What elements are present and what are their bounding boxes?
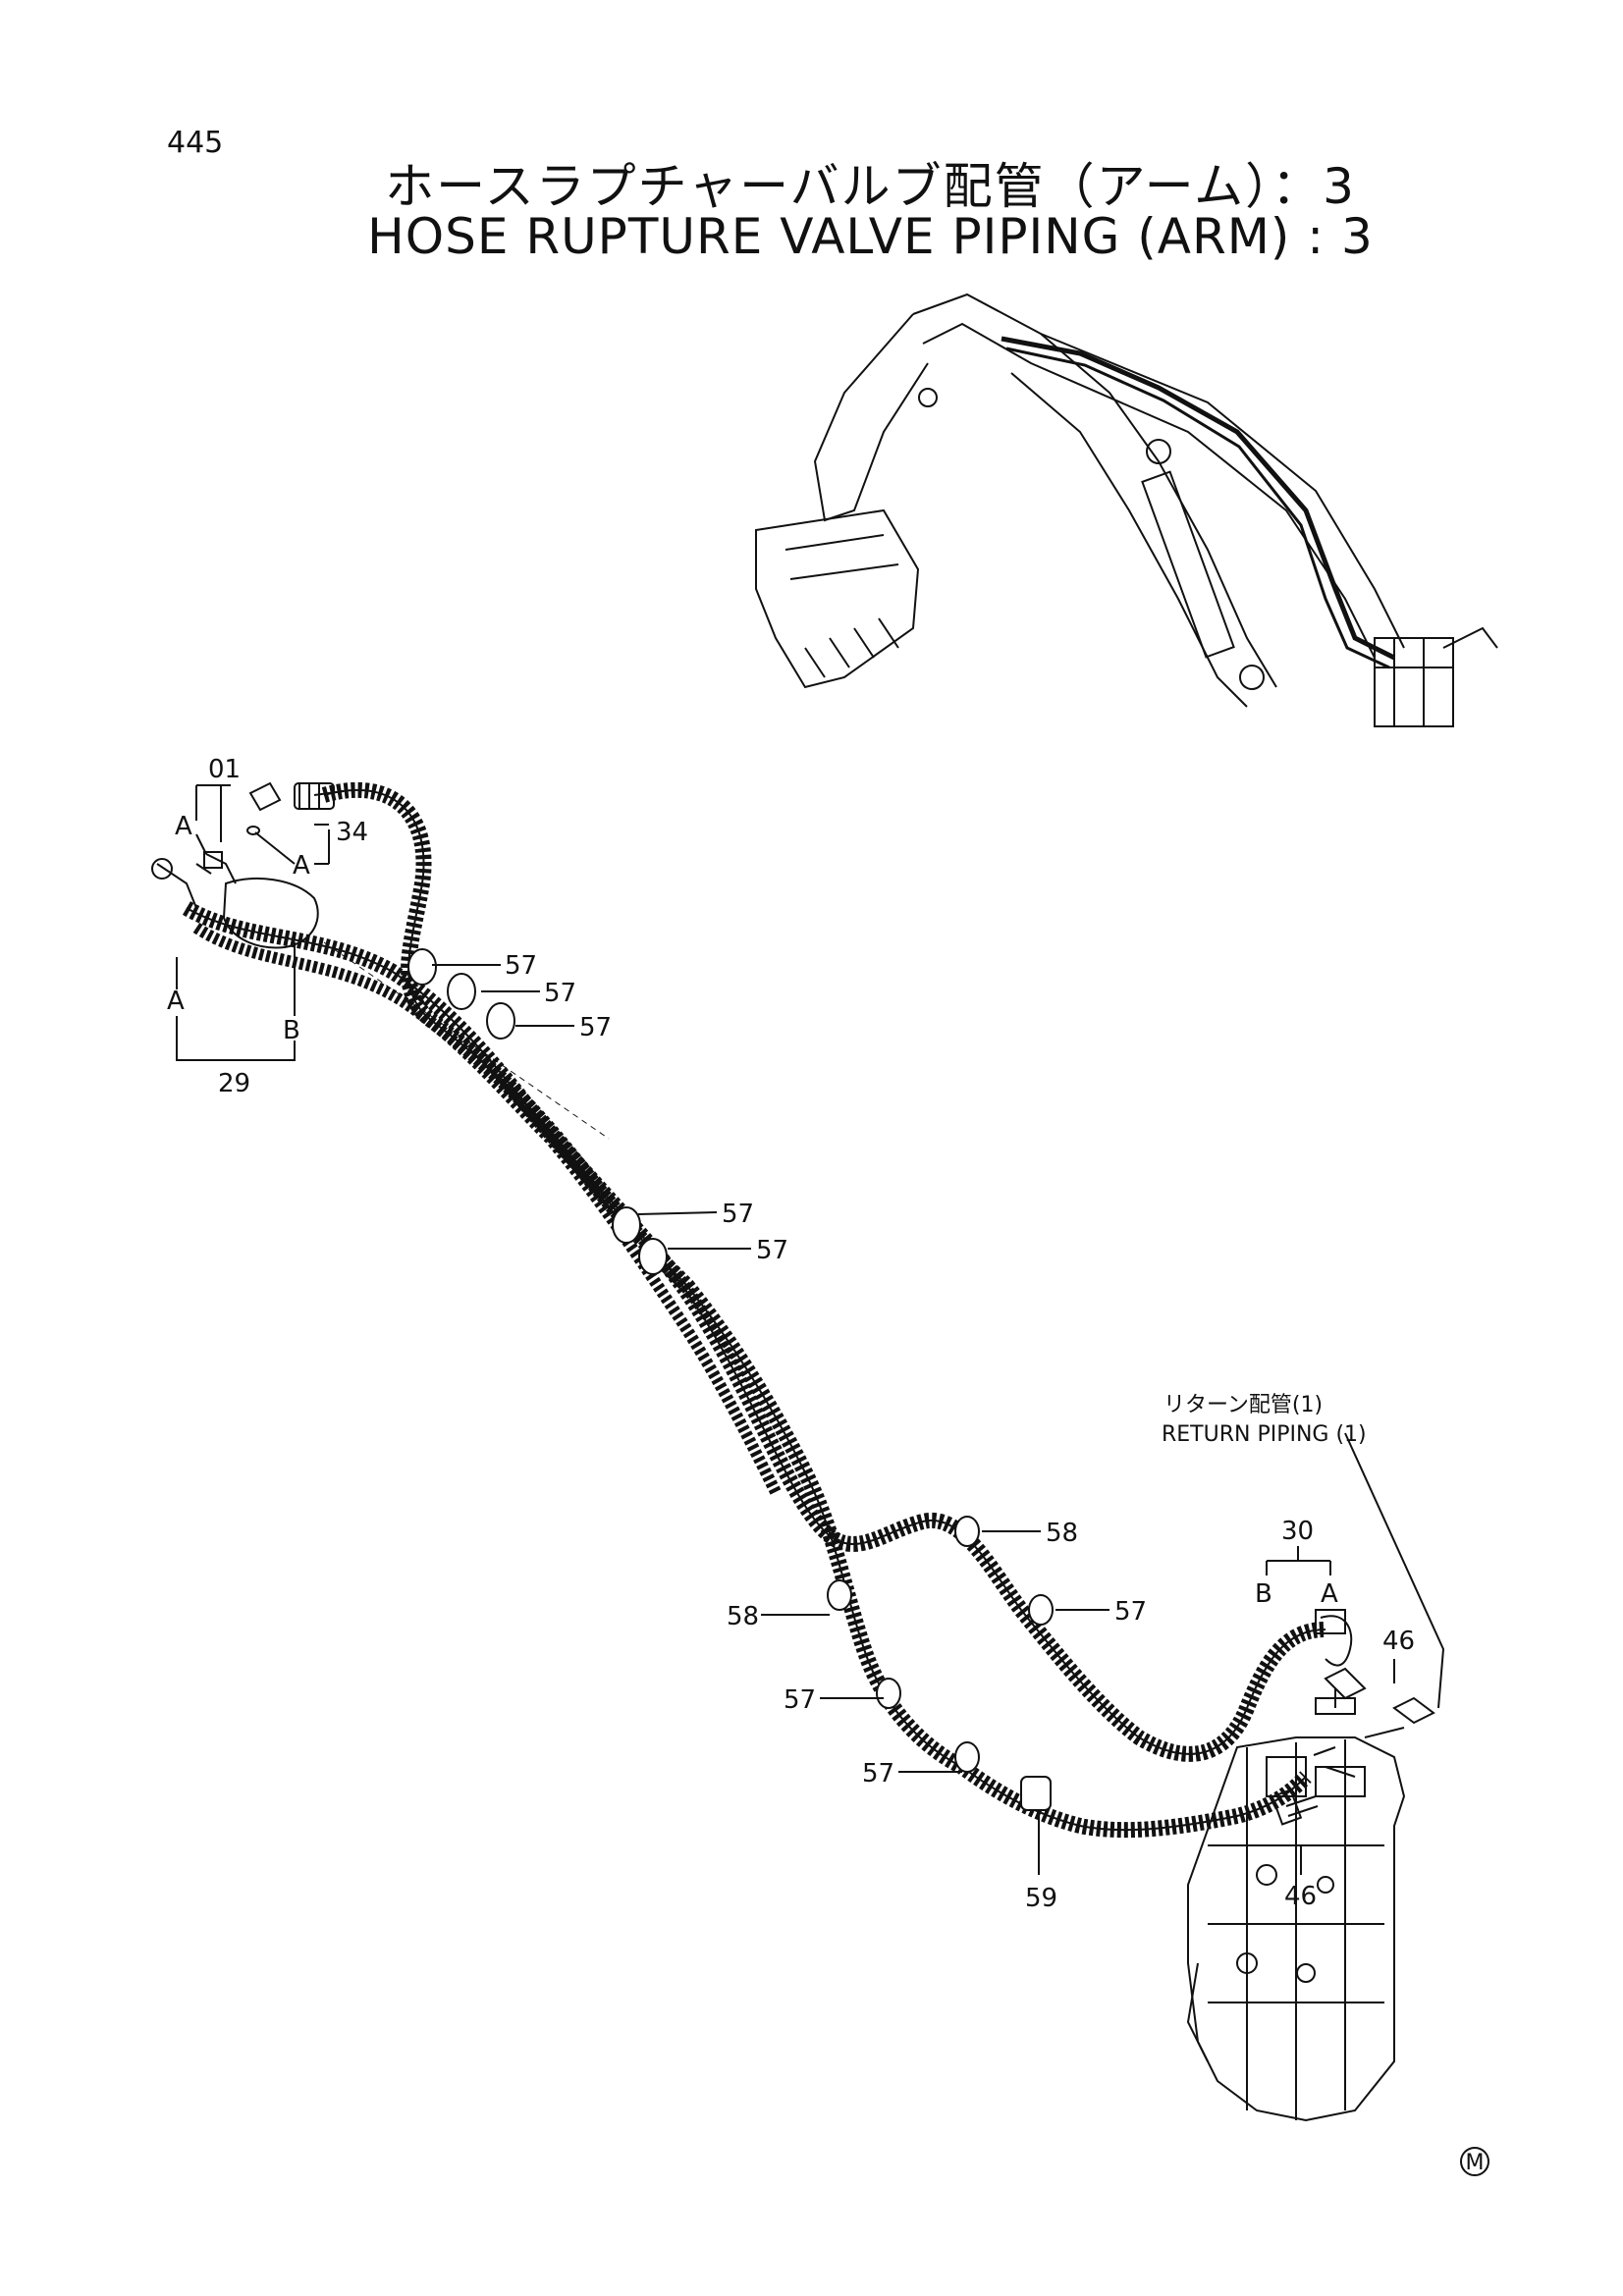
- leader-lines: [176, 784, 1395, 1875]
- callout-B-1: B: [283, 1016, 300, 1045]
- callout-30: 30: [1281, 1517, 1314, 1546]
- hose-clamps: [407, 948, 1054, 1811]
- callout-57-6: 57: [1114, 1597, 1147, 1627]
- callout-A-2: A: [293, 851, 310, 881]
- callout-57-4: 57: [722, 1200, 754, 1229]
- callout-01: 01: [208, 755, 241, 784]
- mark-letter: M: [1466, 2151, 1485, 2175]
- upper-fittings: [151, 781, 335, 949]
- callout-57-1: 57: [505, 951, 537, 981]
- excavator-overview: [755, 293, 1498, 727]
- callout-58-1: 58: [1046, 1519, 1078, 1548]
- callout-A-4: A: [1321, 1579, 1338, 1609]
- callout-34: 34: [336, 818, 368, 847]
- return-piping-jp: リターン配管(1): [1163, 1393, 1323, 1417]
- page-number: 445: [167, 126, 224, 160]
- return-piping-en: RETURN PIPING (1): [1162, 1422, 1367, 1447]
- manufacturer-mark: M: [1460, 2147, 1489, 2176]
- callout-B-2: B: [1255, 1579, 1272, 1609]
- callout-57-3: 57: [579, 1013, 612, 1042]
- callout-46-upper: 46: [1382, 1627, 1415, 1656]
- callout-A-1: A: [175, 812, 192, 841]
- callout-46-lower: 46: [1284, 1882, 1317, 1911]
- title-english: HOSE RUPTURE VALVE PIPING (ARM) : 3: [367, 208, 1374, 265]
- callout-A-3: A: [167, 987, 185, 1016]
- callout-57-7: 57: [784, 1685, 816, 1715]
- callout-29: 29: [218, 1069, 250, 1098]
- hose-assembly: [182, 781, 1326, 1839]
- control-valve: [1186, 1736, 1406, 2122]
- return-fittings: [1315, 1432, 1445, 1738]
- callout-59: 59: [1025, 1884, 1057, 1913]
- title-japanese: ホースラプチャーバルブ配管（アーム）：3: [385, 158, 1356, 215]
- callout-labels: 01 A A 34 A B 29 57 57 57 57 57 57 57 57…: [167, 755, 1415, 1913]
- callout-58-2: 58: [727, 1602, 759, 1631]
- callout-57-5: 57: [756, 1236, 788, 1265]
- callout-57-8: 57: [862, 1759, 894, 1789]
- callout-57-2: 57: [544, 979, 576, 1008]
